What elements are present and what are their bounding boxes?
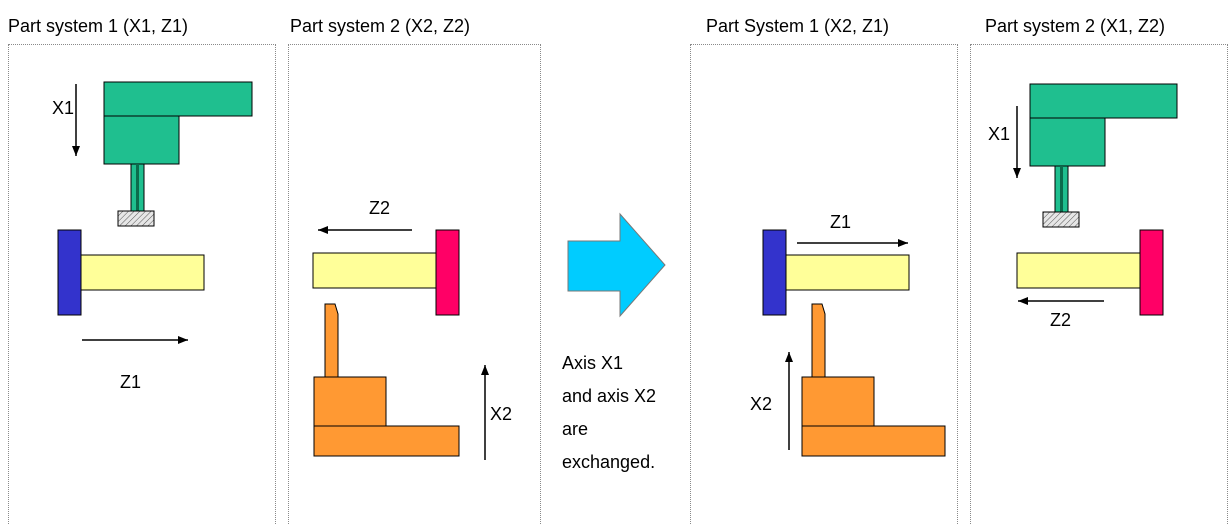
z2-label: Z2	[1050, 310, 1071, 330]
panel-right-part-system-2	[970, 44, 1228, 524]
z1-label: Z1	[120, 372, 141, 392]
tool-post	[801, 303, 946, 457]
z2-label: Z2	[369, 198, 390, 218]
x2-label: X2	[490, 404, 512, 424]
x1-label: X1	[52, 98, 74, 118]
turret-head	[103, 81, 253, 227]
title-left-part-system-2: Part system 2 (X2, Z2)	[290, 16, 471, 36]
note-line: exchanged.	[562, 452, 656, 472]
panel-left-part-system-1	[8, 44, 276, 524]
turret-head	[1029, 83, 1178, 228]
chuck-pink	[1139, 229, 1164, 316]
chuck-blue	[57, 229, 82, 316]
chuck-pink	[435, 229, 460, 316]
exchange-arrow	[567, 212, 666, 318]
workpiece	[312, 252, 437, 289]
title-left-part-system-1: Part system 1 (X1, Z1)	[8, 16, 189, 36]
z1-label: Z1	[830, 212, 851, 232]
workpiece	[1016, 252, 1141, 289]
panel-left-part-system-2	[288, 44, 541, 524]
panel-right-part-system-1	[690, 44, 958, 524]
chuck-blue	[762, 229, 787, 316]
x2-label: X2	[750, 394, 772, 414]
title-right-part-system-1: Part System 1 (X2, Z1)	[706, 16, 890, 36]
tool-post	[313, 303, 460, 457]
workpiece	[80, 254, 205, 291]
workpiece	[785, 254, 910, 291]
x1-label: X1	[988, 124, 1010, 144]
title-right-part-system-2: Part system 2 (X1, Z2)	[985, 16, 1166, 36]
note-line: Axis X1	[562, 353, 624, 373]
exchange-note: Axis X1 and axis X2 are exchanged.	[562, 347, 692, 479]
note-line: and axis X2	[562, 386, 657, 406]
note-line: are	[562, 419, 589, 439]
